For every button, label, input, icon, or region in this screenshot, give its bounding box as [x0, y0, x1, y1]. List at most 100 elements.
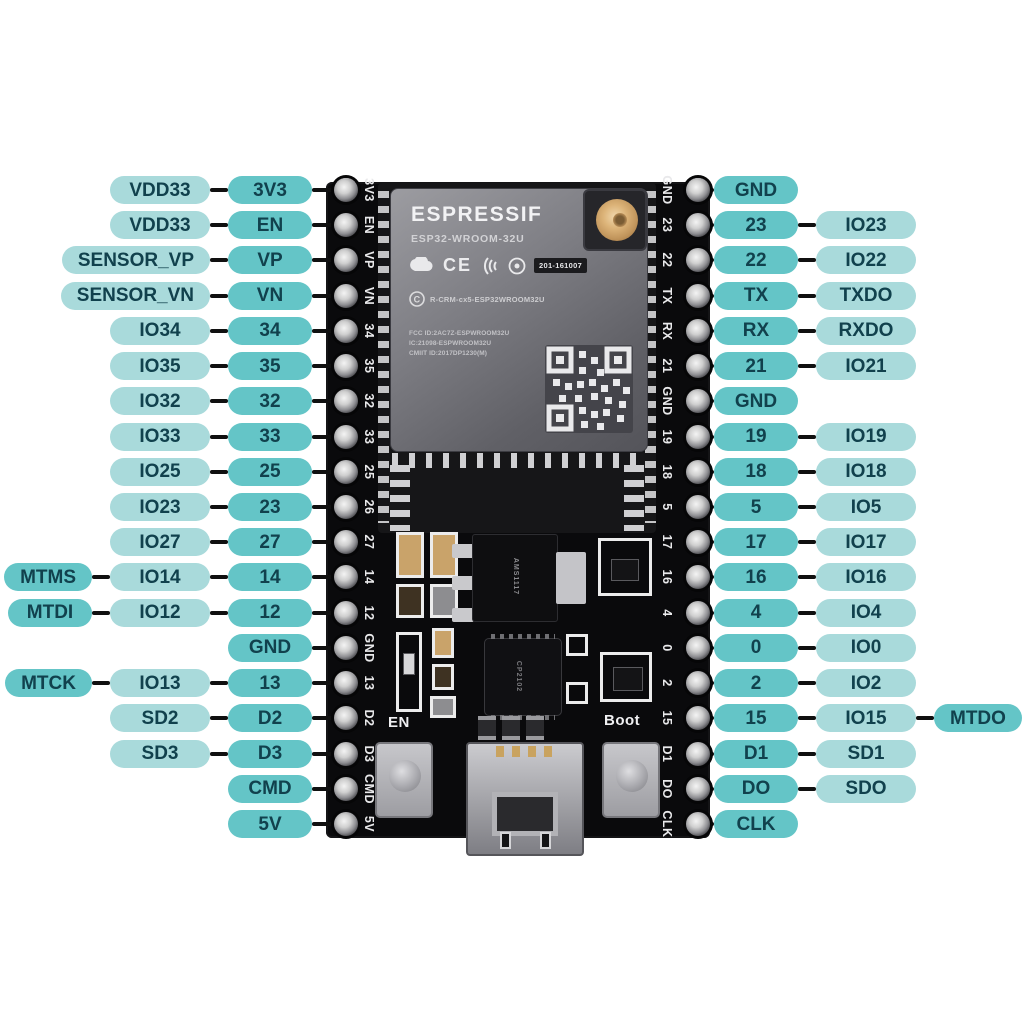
pin-pill-33: 33 — [228, 422, 312, 451]
espressif-logo-icon — [410, 256, 433, 271]
pin-pill-io0: IO0 — [816, 633, 916, 662]
pin-pill-15: 15 — [714, 704, 798, 733]
regulator-pad — [452, 608, 474, 622]
micro-usb-connector — [466, 742, 584, 856]
pin-pill-io21: IO21 — [816, 352, 916, 381]
pin-row-left: 5V — [4, 809, 348, 839]
pin-pill-io15: IO15 — [816, 704, 916, 733]
pin-pill-vp: VP — [228, 246, 312, 275]
pin-pill-sdo: SDO — [816, 774, 916, 803]
pin-wire — [210, 434, 228, 439]
pin-wire — [92, 681, 110, 686]
pin-pill-io33: IO33 — [110, 422, 210, 451]
pin-pill-13: 13 — [228, 669, 312, 698]
ufl-center-pin — [613, 213, 627, 227]
pin-wire — [210, 469, 228, 474]
pin-row-left: IO33 33 — [4, 422, 348, 452]
boot-silkscreen-label: Boot — [604, 712, 641, 729]
pin-pill-14: 14 — [228, 563, 312, 592]
pin-pill-sd3: SD3 — [110, 739, 210, 768]
pin-pill-16: 16 — [714, 563, 798, 592]
pin-row-right: GND — [688, 386, 1024, 416]
pin-pill-txdo: TXDO — [816, 281, 916, 310]
certification-marks: CE 201-161007 — [409, 255, 588, 276]
pin-wire — [798, 258, 816, 263]
radio-waves-icon — [484, 256, 497, 275]
qr-code — [545, 345, 633, 433]
pin-pill-27: 27 — [228, 528, 312, 557]
cmiit-line: CMIIT ID:2017DP1230(M) — [409, 349, 488, 357]
regulator-pad — [452, 576, 474, 590]
pin-wire — [798, 681, 816, 686]
boot-button-plunger — [616, 760, 648, 792]
pin-pill-io16: IO16 — [816, 563, 916, 592]
pin-pill-22: 22 — [714, 246, 798, 275]
pin-pill-23: 23 — [228, 493, 312, 521]
smd-resistor — [396, 532, 424, 578]
pin-pill-io4: IO4 — [816, 598, 916, 627]
pin-wire — [798, 223, 816, 228]
pin-wire — [92, 610, 110, 615]
pin-pill-io14: IO14 — [110, 563, 210, 592]
pin-pill-io13: IO13 — [110, 669, 210, 698]
pin-pill-25: 25 — [228, 457, 312, 486]
pin-pill-sd1: SD1 — [816, 739, 916, 768]
pin-pill-gnd: GND — [714, 176, 798, 204]
usb-pin — [496, 746, 504, 757]
module-pad-col-left — [390, 465, 410, 531]
smd-resistor — [432, 664, 454, 690]
regulator-label: AMS1117 — [512, 557, 520, 596]
pin-wire — [798, 540, 816, 545]
pin-wire — [210, 188, 228, 192]
pin-row-right: 15 IO15 MTDO — [688, 703, 1024, 733]
pin-wire — [210, 364, 228, 369]
pin-pill-d3: D3 — [228, 739, 312, 768]
pin-pill-19: 19 — [714, 422, 798, 451]
ufl-antenna-connector — [583, 189, 647, 251]
pin-wire — [798, 328, 816, 333]
pin-wire — [798, 505, 816, 509]
pin-wire — [210, 328, 228, 333]
pin-wire — [798, 469, 816, 474]
pin-pill-sensor-vn: SENSOR_VN — [60, 281, 210, 310]
pin-pill-5v: 5V — [228, 810, 312, 838]
pin-wire — [210, 751, 228, 756]
pin-row-left: IO23 23 — [4, 492, 348, 522]
pin-wire — [92, 575, 110, 580]
pin-pill-mtdo: MTDO — [934, 704, 1022, 733]
pin-wire — [210, 505, 228, 509]
pin-pill-clk: CLK — [714, 810, 798, 838]
usb-uart-chip-label: CP2102 — [515, 660, 523, 693]
module-pad-col-right — [624, 465, 644, 531]
pin-wire — [210, 223, 228, 228]
module-pad-row — [392, 453, 642, 468]
pin-pill-4: 4 — [714, 598, 798, 627]
pin-pill-2: 2 — [714, 669, 798, 698]
pin-pill-tx: TX — [714, 281, 798, 310]
pin-row-right: GND — [688, 175, 1024, 205]
fcc-line: FCC ID:2AC7Z-ESPWROOM32U — [409, 330, 510, 337]
pin-pill-d2: D2 — [228, 704, 312, 733]
esp32-devkit-board: ESPRESSIF ESP32-WROOM-32U CE 201-161007 — [326, 182, 710, 856]
pin-wire — [798, 716, 816, 721]
capacitor — [526, 716, 544, 740]
pin-row-right: 4 IO4 — [688, 598, 1024, 628]
regulator-pad — [452, 544, 474, 558]
pin-pill-io23: IO23 — [110, 493, 210, 521]
usb-slot — [540, 832, 551, 849]
